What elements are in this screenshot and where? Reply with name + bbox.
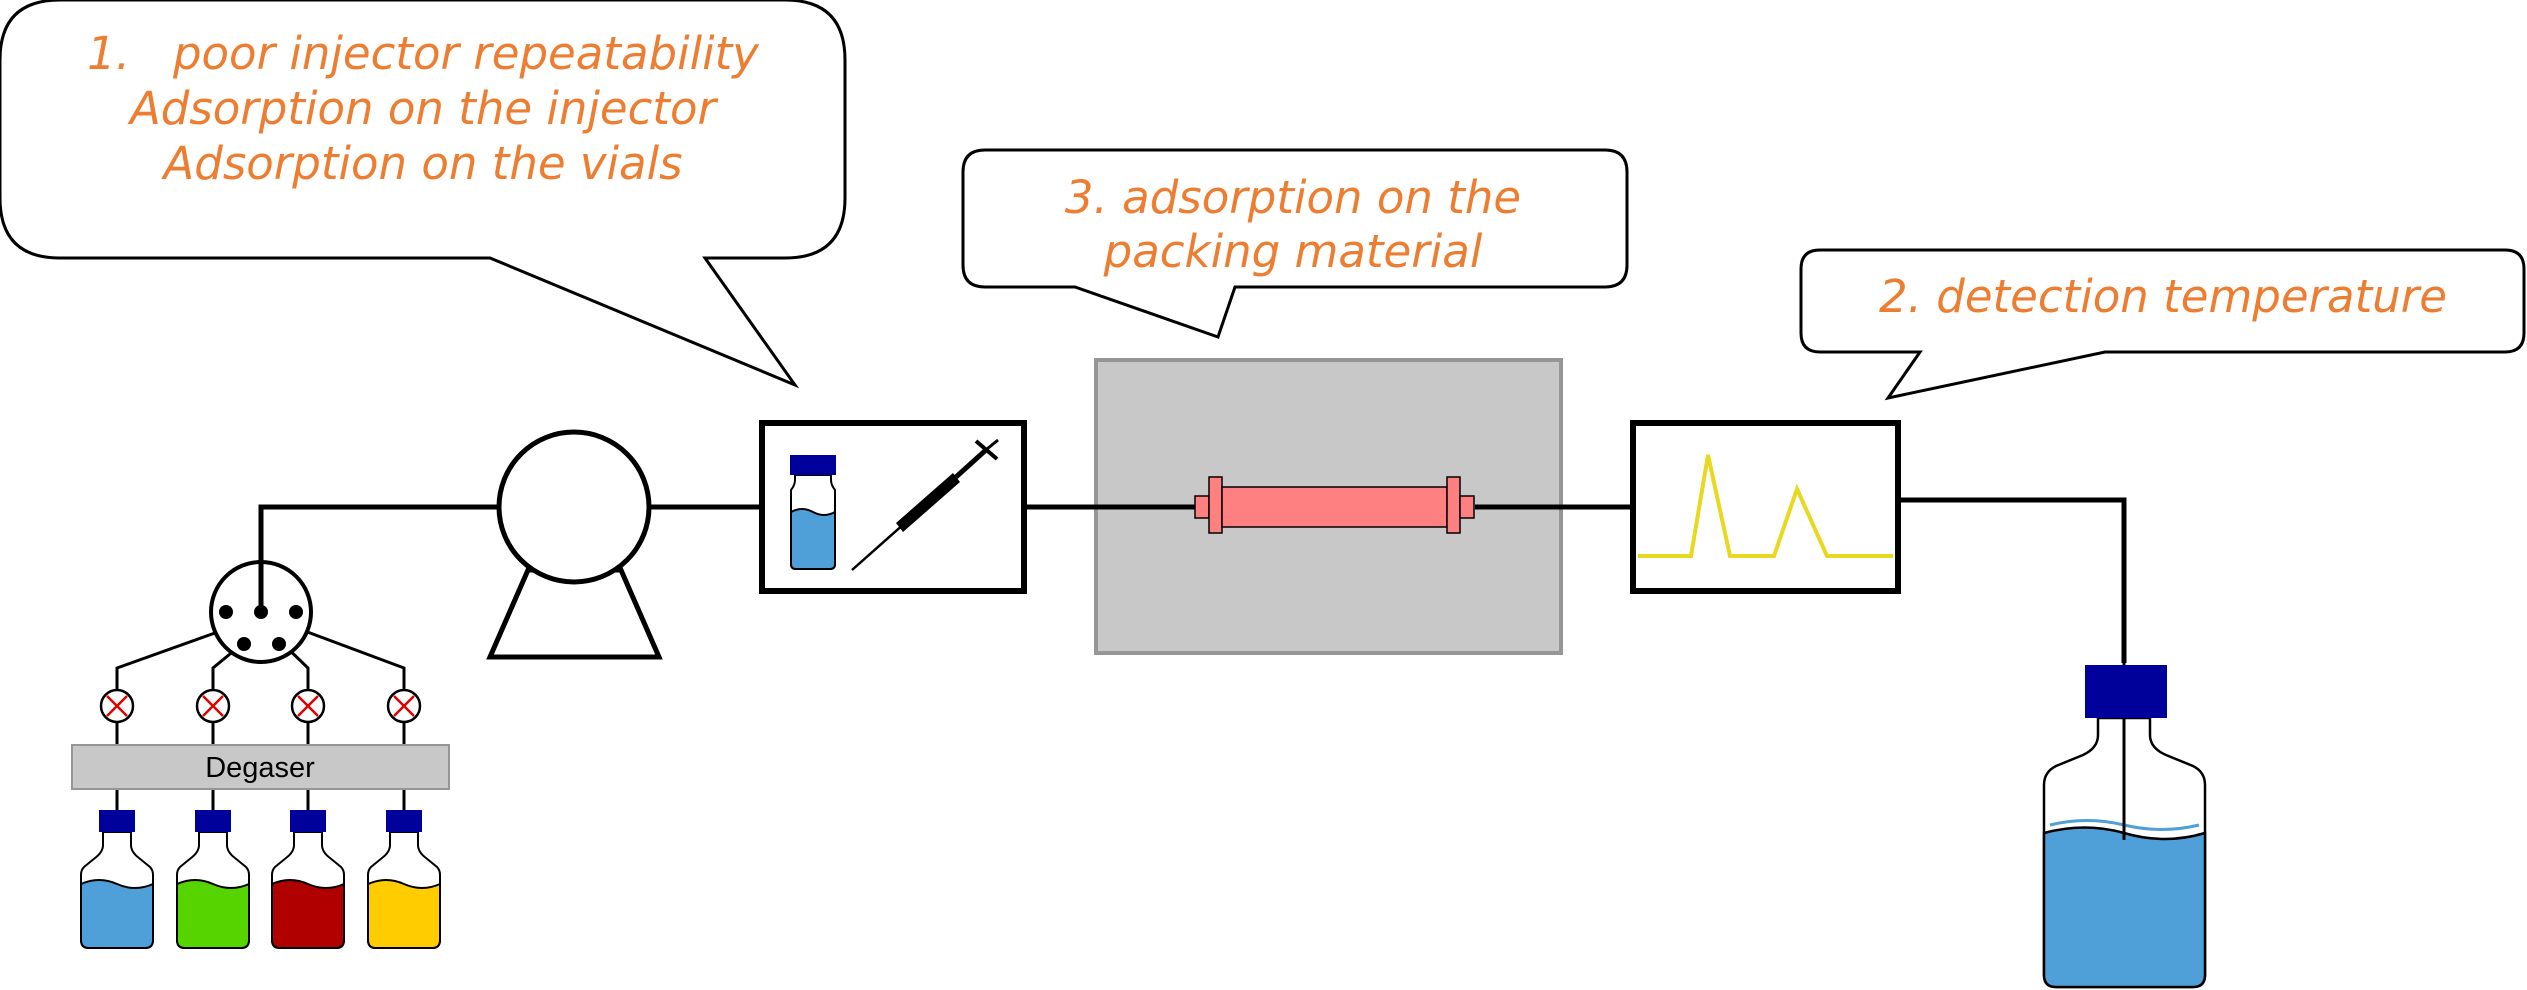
callout-injector: 1. poor injector repeatability Adsorptio… [0, 0, 847, 389]
mixer-port-1 [219, 605, 233, 619]
solvent-4-liquid [367, 879, 441, 949]
syringe-needle [851, 522, 906, 571]
solvent-bottle-icon [367, 810, 441, 949]
valve-icon [386, 688, 422, 724]
vial-cap [790, 455, 836, 475]
syringe-icon [851, 438, 999, 571]
degaser: Degaser [71, 744, 450, 790]
pump-head [496, 429, 652, 585]
solvent-1-liquid [80, 879, 154, 949]
column-inlet-nut [1194, 495, 1210, 519]
mixer-port-2 [237, 637, 251, 651]
degaser-label: Degaser [205, 752, 315, 784]
valve-2-cross [202, 695, 224, 717]
vial-icon [790, 455, 836, 570]
valve-group [99, 688, 422, 724]
detector-box [1630, 420, 1901, 594]
solvent-3-liquid [271, 879, 345, 949]
solvent-bottles [80, 810, 441, 949]
valve-4-cross [393, 695, 415, 717]
callout-column: 3. adsorption on the packing material [961, 148, 1629, 339]
waste-cap [2085, 665, 2167, 718]
line-detector-to-waste [1898, 497, 2127, 663]
column-body [1221, 486, 1448, 528]
solvent-1-cap [99, 810, 135, 832]
degaser-box [71, 744, 450, 790]
callout-injector-bubble [0, 0, 847, 389]
waste-liquid [2042, 826, 2207, 989]
mixer-port-4 [289, 605, 303, 619]
syringe-barrel [896, 473, 960, 532]
callout-column-line-1: 3. adsorption on the [1065, 171, 1521, 224]
mixing-valve-icon [209, 507, 313, 664]
solvent-bottle-icon [271, 810, 345, 949]
valve-icon [290, 688, 326, 724]
column-outlet-nut [1459, 495, 1475, 519]
valve-icon [99, 688, 135, 724]
column-outlet-fitting [1446, 476, 1461, 534]
callout-column-bubble [961, 148, 1629, 339]
pump-icon [486, 429, 663, 660]
solvent-bottle-icon [80, 810, 154, 949]
solvent-bottle-icon [176, 810, 250, 949]
callout-column-line-2: packing material [1103, 225, 1483, 278]
solvent-4-cap [386, 810, 422, 832]
syringe-thumb-rod [986, 438, 999, 451]
detector [1630, 420, 1901, 594]
callout-detector-bubble [1799, 248, 2526, 401]
mixer-port-center [254, 605, 268, 619]
chromatogram-icon [1638, 454, 1893, 558]
valve-icon [195, 688, 231, 724]
vial-liquid [790, 508, 836, 570]
solvent-2-liquid [176, 879, 250, 949]
column-inlet-fitting [1208, 476, 1223, 534]
callout-injector-line-2: Adsorption on the injector [127, 82, 719, 135]
callout-detector: 2. detection temperature [1799, 248, 2526, 401]
syringe-flange [974, 439, 999, 461]
column-icon [1024, 476, 1633, 534]
valve-3-cross [297, 695, 319, 717]
solvent-2-cap [195, 810, 231, 832]
solvent-3-cap [290, 810, 326, 832]
callout-injector-line-3: Adsorption on the vials [160, 137, 682, 190]
syringe-plunger [954, 447, 989, 479]
callout-injector-line-1: 1. poor injector repeatability [87, 27, 760, 80]
injector [759, 420, 1027, 594]
valve-1-cross [106, 695, 128, 717]
waste-bottle-icon [2042, 663, 2207, 989]
callout-detector-line-1: 2. detection temperature [1879, 270, 2447, 323]
mixer-port-3 [272, 637, 286, 651]
